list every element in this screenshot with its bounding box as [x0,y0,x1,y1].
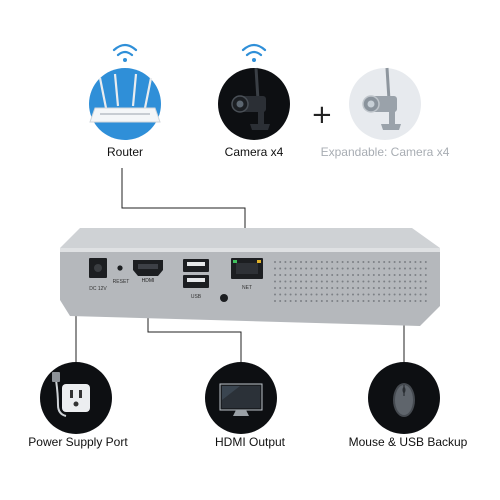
net-port [231,258,263,279]
camera-wifi-icon [241,43,267,62]
hdmi-port [133,260,163,276]
router-wifi-icon [112,43,138,62]
camera-label: Camera x4 [224,145,284,159]
vent-grille [274,261,427,302]
usb-port-top [183,259,209,272]
usb-port-bottom [183,275,209,288]
expandable-camera-circle [349,67,421,140]
power-supply-label: Power Supply Port [28,435,128,449]
net-label: NET [242,285,252,291]
router-circle [89,68,161,140]
hdmi-port-label: HDMI [141,278,155,284]
audio-jack [220,294,228,302]
reset-label: RESET [112,279,130,285]
expandable-camera-label: Expandable: Camera x4 [320,145,450,159]
hdmi-output-label: HDMI Output [214,435,286,449]
camera-circle [218,67,290,140]
mouse-usb-label: Mouse & USB Backup [348,435,468,449]
reset-button [117,265,123,271]
monitor-circle [205,362,277,434]
power-socket-circle [40,362,112,434]
usb-label: USB [190,294,202,300]
router-label: Router [106,145,144,159]
dc-port-label: DC 12V [89,286,107,292]
dc-port [89,258,107,278]
mouse-circle [368,362,440,434]
plus-sign: + [311,100,333,130]
